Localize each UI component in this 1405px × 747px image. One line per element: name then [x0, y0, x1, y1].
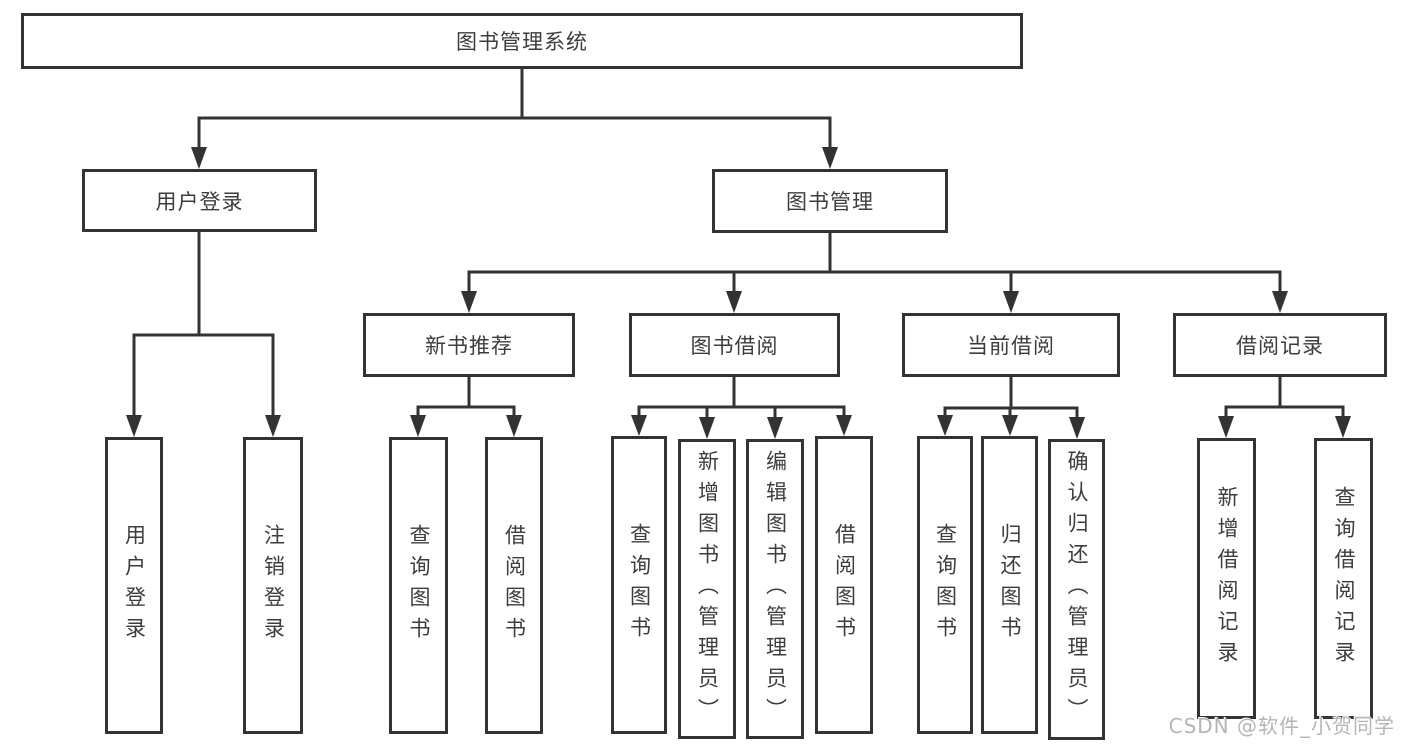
leaf-new-book-query-label: 查询图书: [407, 523, 431, 648]
leaf-logout-label: 注销登录: [261, 523, 286, 648]
node-current-borrow-label: 当前借阅: [967, 334, 1055, 358]
node-book-management-label: 图书管理: [786, 190, 874, 214]
node-book-borrow: 图书借阅: [629, 313, 840, 377]
node-user-login-label: 用户登录: [155, 189, 244, 214]
leaf-new-book-borrow-label: 借阅图书: [502, 523, 527, 648]
leaf-return-book-label: 归还图书: [998, 523, 1022, 647]
leaf-user-login-label: 用户登录: [122, 523, 147, 648]
leaf-query-borrow-record-label: 查询借阅记录: [1332, 485, 1356, 672]
leaf-edit-book-admin: 编辑图书（管理员）: [746, 439, 804, 739]
leaf-borrow-query-book: 查询图书: [611, 436, 667, 734]
csdn-watermark: CSDN @软件_小贺同学: [1168, 714, 1395, 738]
connector-borrow-record-to-leaves: [1218, 377, 1351, 438]
leaf-current-query-book: 查询图书: [917, 436, 973, 734]
leaf-borrow-query-book-label: 查询图书: [627, 523, 652, 647]
leaf-query-borrow-record: 查询借阅记录: [1314, 438, 1373, 719]
connector-root-to-level2: [191, 69, 838, 169]
leaf-return-book: 归还图书: [981, 436, 1038, 734]
node-borrow-record: 借阅记录: [1173, 313, 1387, 377]
leaf-current-query-book-label: 查询图书: [933, 523, 958, 647]
leaf-new-book-borrow: 借阅图书: [485, 437, 543, 734]
connector-current-borrow-to-leaves: [937, 377, 1085, 439]
connector-user-login-to-leaves: [126, 232, 281, 437]
node-book-management: 图书管理: [712, 169, 948, 233]
connector-new-book-to-leaves: [410, 377, 522, 437]
leaf-edit-book-admin-label: 编辑图书（管理员）: [763, 449, 788, 729]
node-library-system-label: 图书管理系统: [456, 30, 588, 54]
leaf-confirm-return-admin-label: 确认归还（管理员）: [1065, 450, 1089, 729]
leaf-borrow-book-label: 借阅图书: [832, 523, 857, 647]
leaf-borrow-book: 借阅图书: [815, 436, 873, 734]
node-borrow-record-label: 借阅记录: [1236, 334, 1324, 358]
connector-book-mgmt-to-level3: [461, 233, 1288, 313]
leaf-logout: 注销登录: [243, 437, 303, 734]
node-library-system: 图书管理系统: [21, 13, 1023, 69]
node-current-borrow: 当前借阅: [902, 313, 1120, 377]
leaf-add-borrow-record: 新增借阅记录: [1197, 438, 1256, 719]
leaf-user-login: 用户登录: [105, 437, 163, 734]
node-user-login: 用户登录: [82, 169, 317, 232]
node-book-borrow-label: 图书借阅: [690, 334, 779, 358]
leaf-add-book-admin: 新增图书（管理员）: [678, 439, 736, 739]
leaf-confirm-return-admin: 确认归还（管理员）: [1048, 439, 1105, 740]
node-new-book-recommend: 新书推荐: [363, 313, 575, 377]
connector-book-borrow-to-leaves: [631, 377, 852, 439]
leaf-new-book-query: 查询图书: [389, 437, 448, 734]
leaf-add-book-admin-label: 新增图书（管理员）: [695, 449, 720, 729]
leaf-add-borrow-record-label: 新增借阅记录: [1215, 485, 1239, 672]
node-new-book-recommend-label: 新书推荐: [425, 334, 513, 358]
